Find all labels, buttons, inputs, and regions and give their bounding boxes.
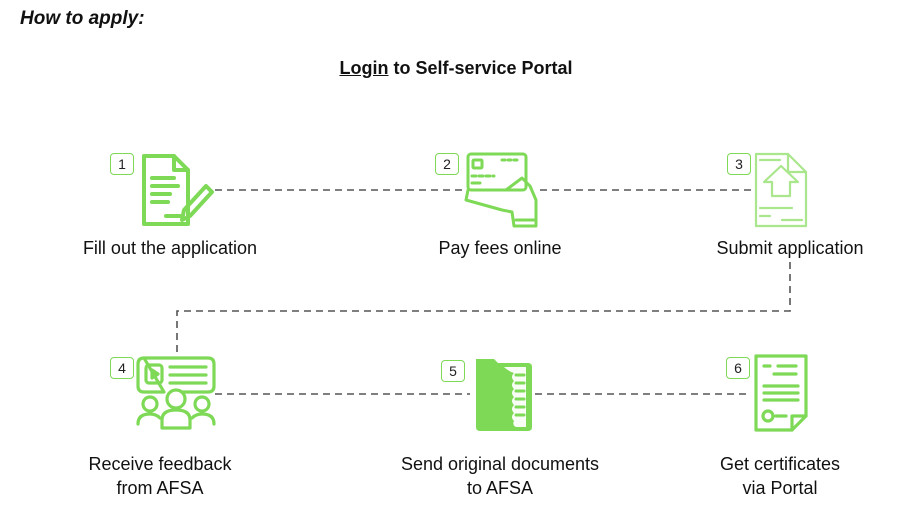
- step-4-badge: 4: [110, 357, 134, 379]
- document-edit-icon: [142, 154, 214, 226]
- step-6-label-line1: Get certificates: [719, 454, 841, 474]
- step-2-badge: 2: [435, 153, 459, 175]
- step-1-badge: 1: [110, 153, 134, 175]
- step-5-label: Send original documents to AFSA: [385, 452, 615, 500]
- step-3-badge: 3: [727, 153, 751, 175]
- credit-card-hand-icon: [464, 152, 538, 228]
- step-6-label: Get certificates via Portal: [690, 452, 870, 500]
- folder-documents-icon: [476, 359, 532, 431]
- connector-3-4: [176, 262, 791, 355]
- file-upload-icon: [754, 152, 808, 228]
- page-subtitle: Login to Self-service Portal: [0, 58, 912, 79]
- step-4-label-line2: from AFSA: [116, 478, 204, 498]
- step-5-label-line2: to AFSA: [466, 478, 534, 498]
- step-3-label: Submit application: [716, 238, 864, 258]
- certificate-icon: [754, 354, 808, 432]
- step-4-label: Receive feedback from AFSA: [60, 452, 260, 500]
- step-1-label: Fill out the application: [82, 238, 258, 258]
- video-feedback-group-icon: [136, 356, 216, 430]
- step-2-label: Pay fees online: [438, 238, 562, 258]
- login-link[interactable]: Login: [339, 58, 389, 78]
- step-5-label-line1: Send original documents: [400, 454, 600, 474]
- step-5-badge: 5: [441, 360, 465, 382]
- subtitle-text: to Self-service Portal: [388, 58, 573, 78]
- step-6-badge: 6: [726, 357, 750, 379]
- page-title: How to apply:: [20, 8, 145, 29]
- step-6-label-line2: via Portal: [742, 478, 818, 498]
- step-4-label-line1: Receive feedback: [88, 454, 232, 474]
